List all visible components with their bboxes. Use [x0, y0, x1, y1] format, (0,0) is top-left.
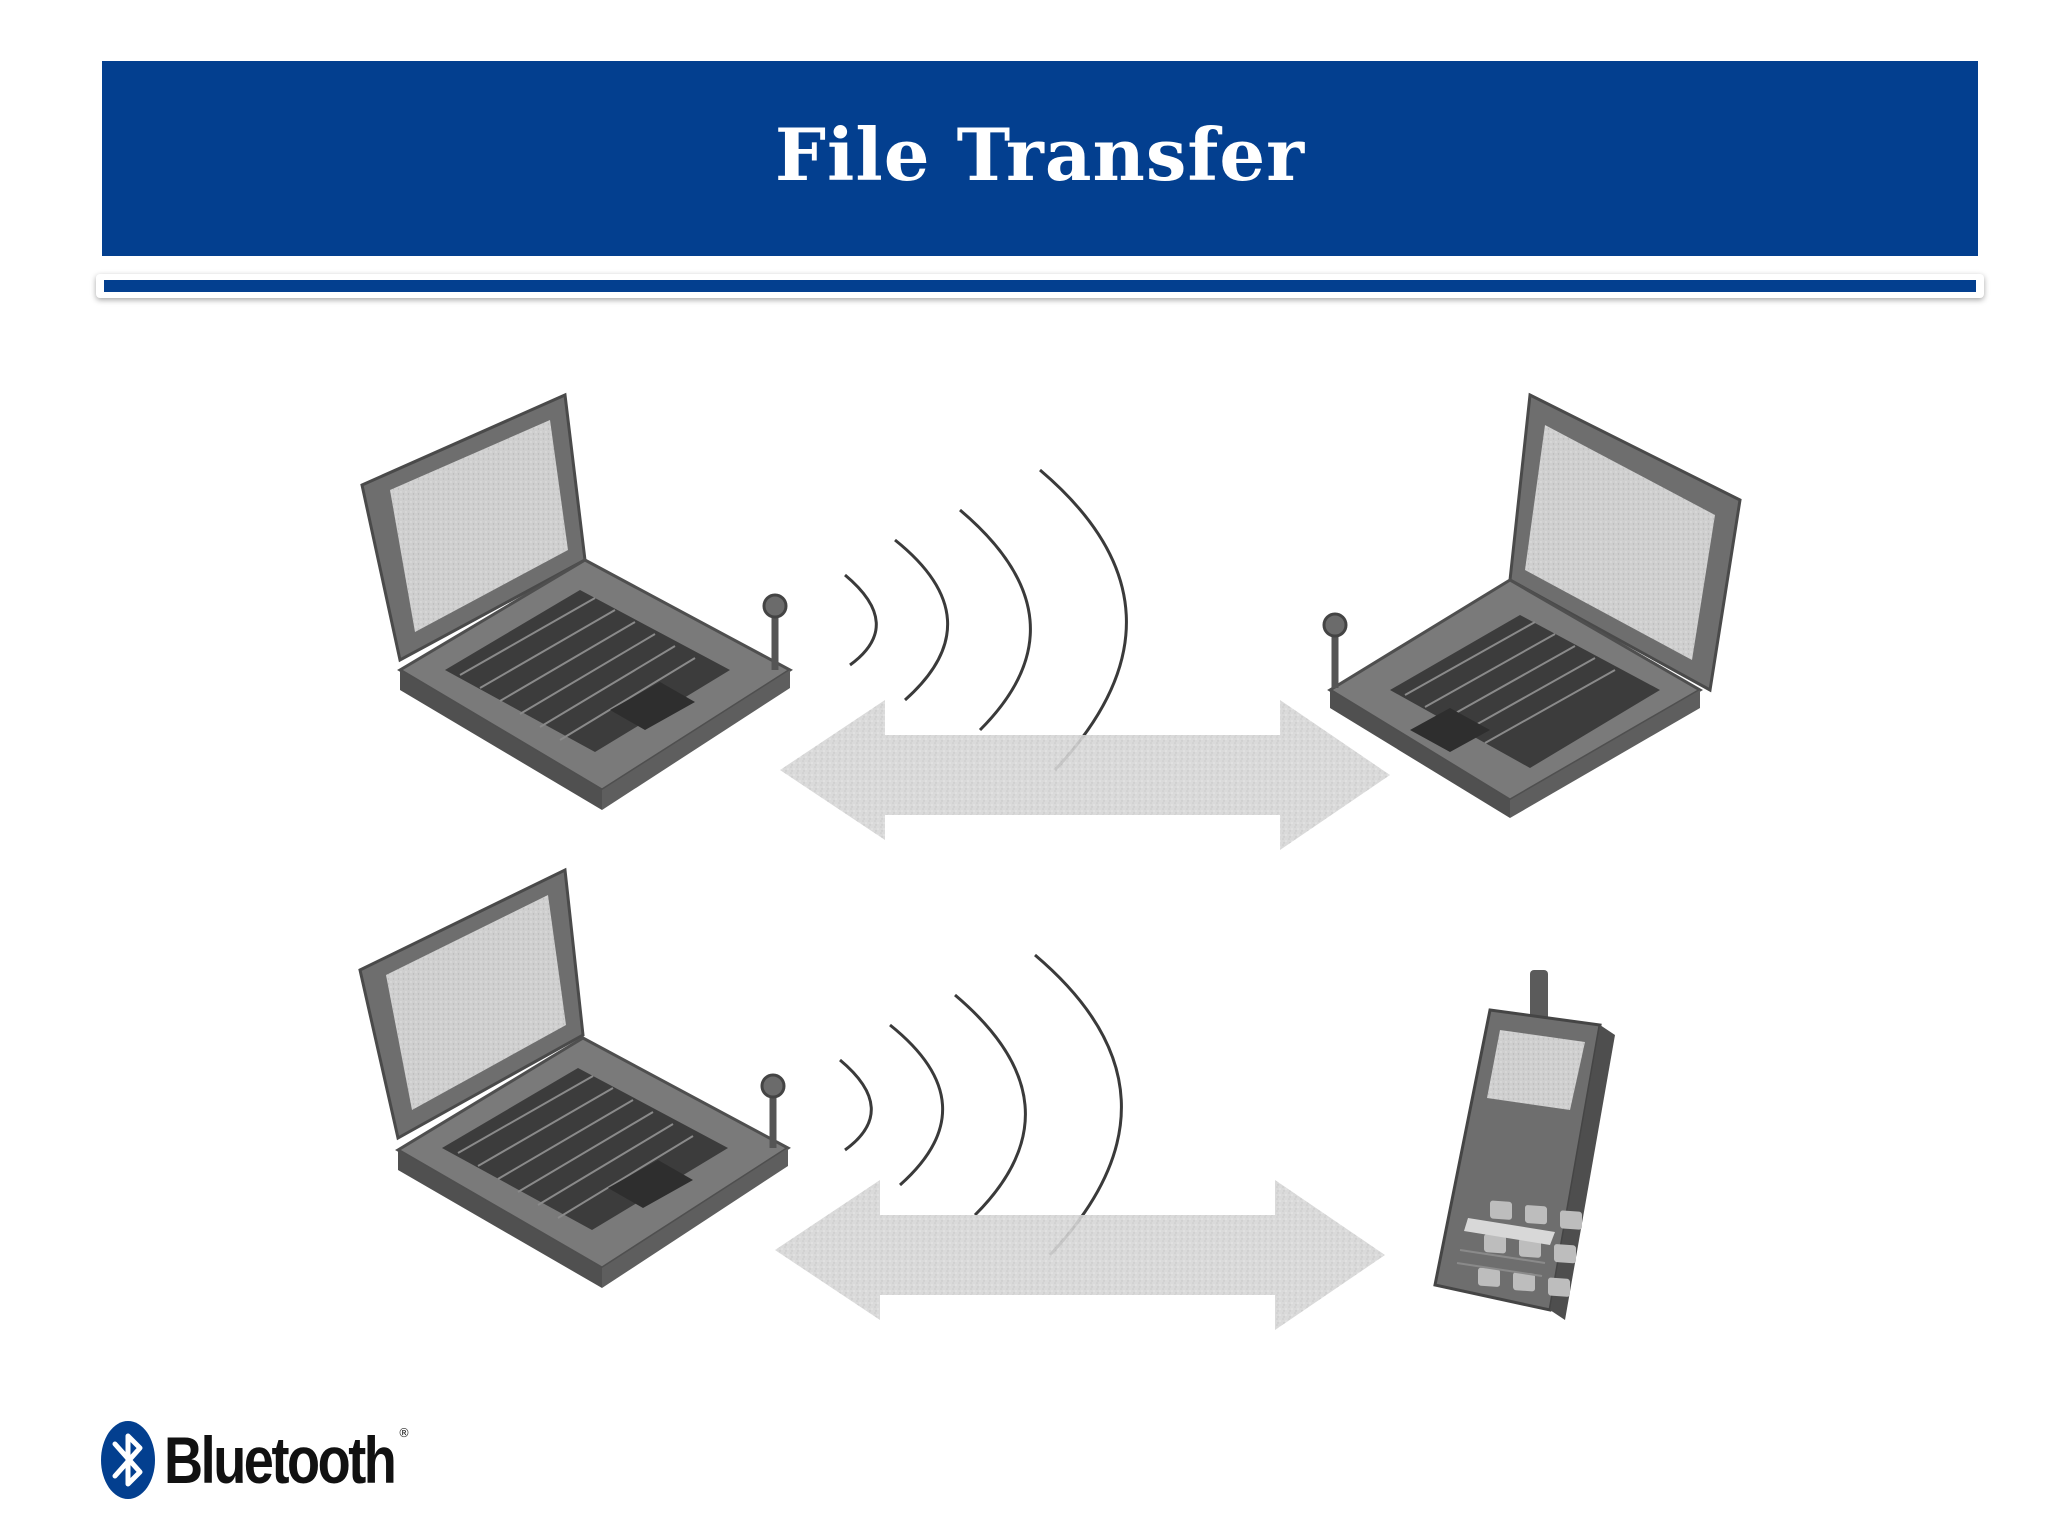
- slide-title: File Transfer: [774, 112, 1306, 197]
- bluetooth-logo: Bluetooth ®: [100, 1418, 445, 1502]
- double-arrow-icon: [775, 1180, 1385, 1330]
- mobile-phone-icon: [1433, 970, 1615, 1320]
- laptop-icon: [1322, 392, 1742, 818]
- laptop-icon: [360, 392, 793, 810]
- double-arrow-icon: [780, 700, 1390, 850]
- file-transfer-illustration: [340, 370, 1760, 1350]
- bluetooth-icon: [101, 1421, 155, 1499]
- title-divider: [96, 274, 1984, 298]
- registered-mark: ®: [398, 1426, 410, 1440]
- laptop-icon: [358, 867, 791, 1288]
- title-bar: File Transfer: [102, 61, 1978, 256]
- title-divider-line: [104, 280, 1976, 292]
- wireless-signal-icon: [844, 468, 1128, 772]
- bluetooth-wordmark: Bluetooth: [164, 1423, 397, 1497]
- wireless-signal-icon: [839, 953, 1123, 1257]
